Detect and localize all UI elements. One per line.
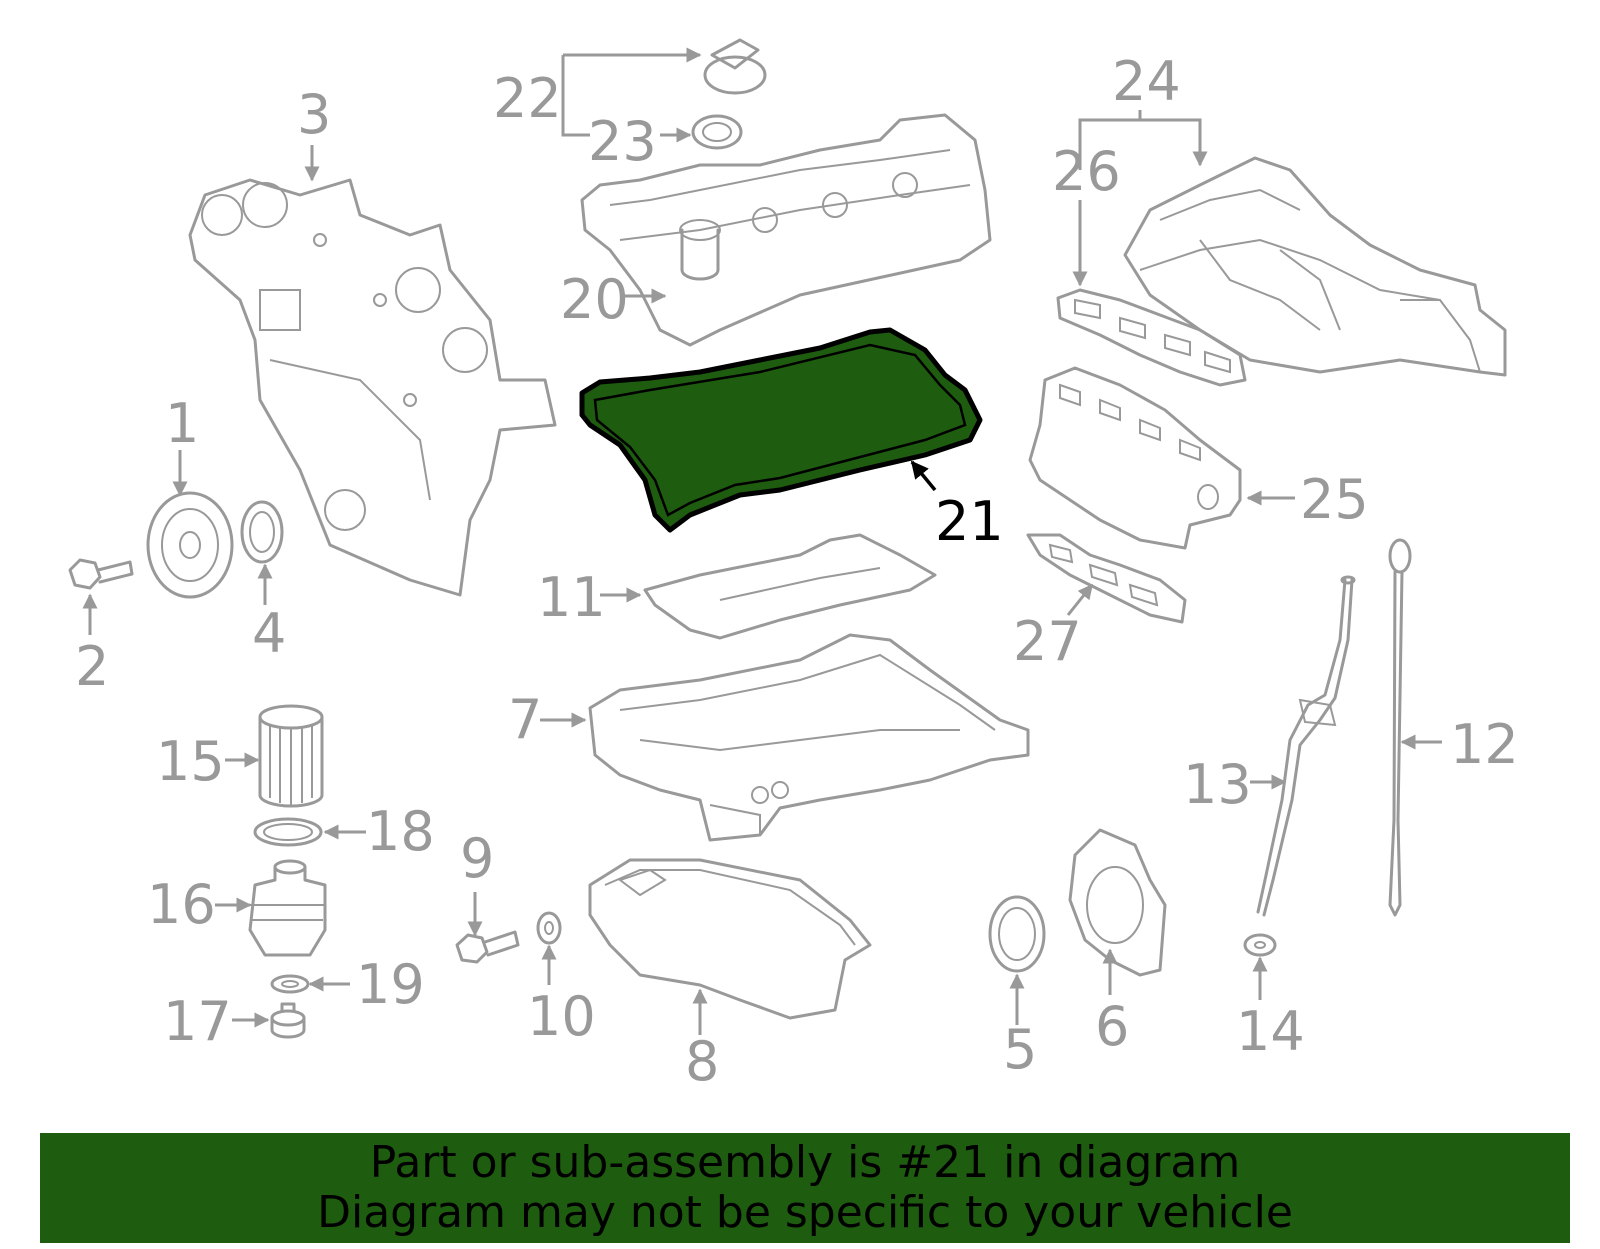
callout-21: 21 [935, 490, 1004, 553]
part-25-lower-intake[interactable] [1028, 366, 1242, 550]
part-22-oil-filler-cap[interactable] [703, 38, 767, 95]
part-10-washer[interactable] [536, 911, 562, 945]
callout-9: 9 [460, 827, 494, 890]
part-6-seal-retainer[interactable] [1068, 828, 1167, 977]
callout-19: 19 [356, 953, 425, 1016]
callout-22: 22 [493, 67, 562, 130]
part-16-filter-cap[interactable] [248, 859, 327, 957]
callout-6: 6 [1095, 995, 1129, 1058]
callout-2: 2 [75, 635, 109, 698]
part-7-oil-pan-upper[interactable] [588, 633, 1030, 842]
part-8-oil-pan-lower[interactable] [588, 858, 872, 1020]
part-3-timing-cover[interactable] [188, 178, 557, 597]
callout-25: 25 [1300, 468, 1369, 531]
part-1-crankshaft-pulley[interactable] [146, 491, 234, 599]
callout-14: 14 [1236, 1000, 1305, 1063]
callout-23: 23 [588, 110, 657, 173]
part-24-intake-manifold[interactable] [1123, 156, 1507, 377]
callout-15: 15 [156, 730, 225, 793]
part-14-washer[interactable] [1243, 933, 1277, 957]
callout-13: 13 [1183, 753, 1252, 816]
part-4-seal[interactable] [240, 500, 284, 564]
part-23-gasket[interactable] [691, 114, 743, 150]
callout-20: 20 [560, 268, 629, 331]
part-5-rear-seal[interactable] [988, 895, 1046, 973]
callout-27: 27 [1013, 610, 1082, 673]
part-9-bolt[interactable] [455, 930, 520, 964]
callout-10: 10 [527, 985, 596, 1048]
leader-lines [82, 47, 1442, 1035]
part-11-gasket[interactable] [643, 533, 937, 640]
banner-line-1: Part or sub-assembly is #21 in diagram [369, 1137, 1241, 1188]
part-17-drain-plug[interactable] [270, 1002, 306, 1039]
part-20-valve-cover[interactable] [580, 113, 992, 347]
part-18-o-ring[interactable] [253, 817, 323, 847]
part-27-gasket[interactable] [1026, 533, 1187, 624]
callout-7: 7 [508, 688, 542, 751]
callout-labels: 3 1 2 4 22 23 20 21 11 7 8 15 18 16 19 1… [75, 50, 1519, 1093]
callout-17: 17 [163, 990, 232, 1053]
callout-12: 12 [1450, 713, 1519, 776]
part-26-gasket[interactable] [1056, 288, 1247, 387]
part-13-dipstick-tube[interactable] [1256, 575, 1356, 917]
callout-16: 16 [147, 873, 216, 936]
part-2-bolt[interactable] [68, 558, 134, 590]
callout-11: 11 [537, 566, 606, 629]
callout-24: 24 [1112, 50, 1181, 113]
callout-3: 3 [297, 83, 331, 146]
callout-5: 5 [1003, 1018, 1037, 1081]
part-15-oil-filter[interactable] [258, 704, 324, 808]
part-21-valve-cover-gasket[interactable] [579, 327, 983, 533]
callout-18: 18 [366, 800, 435, 863]
info-banner: Part or sub-assembly is #21 in diagram D… [40, 1133, 1570, 1243]
part-12-dipstick[interactable] [1388, 538, 1412, 917]
callout-1: 1 [165, 392, 199, 455]
banner-line-2: Diagram may not be specific to your vehi… [317, 1187, 1293, 1238]
callout-26: 26 [1052, 140, 1121, 203]
callout-8: 8 [685, 1030, 719, 1093]
callout-4: 4 [252, 602, 286, 665]
part-19-washer[interactable] [270, 974, 310, 994]
